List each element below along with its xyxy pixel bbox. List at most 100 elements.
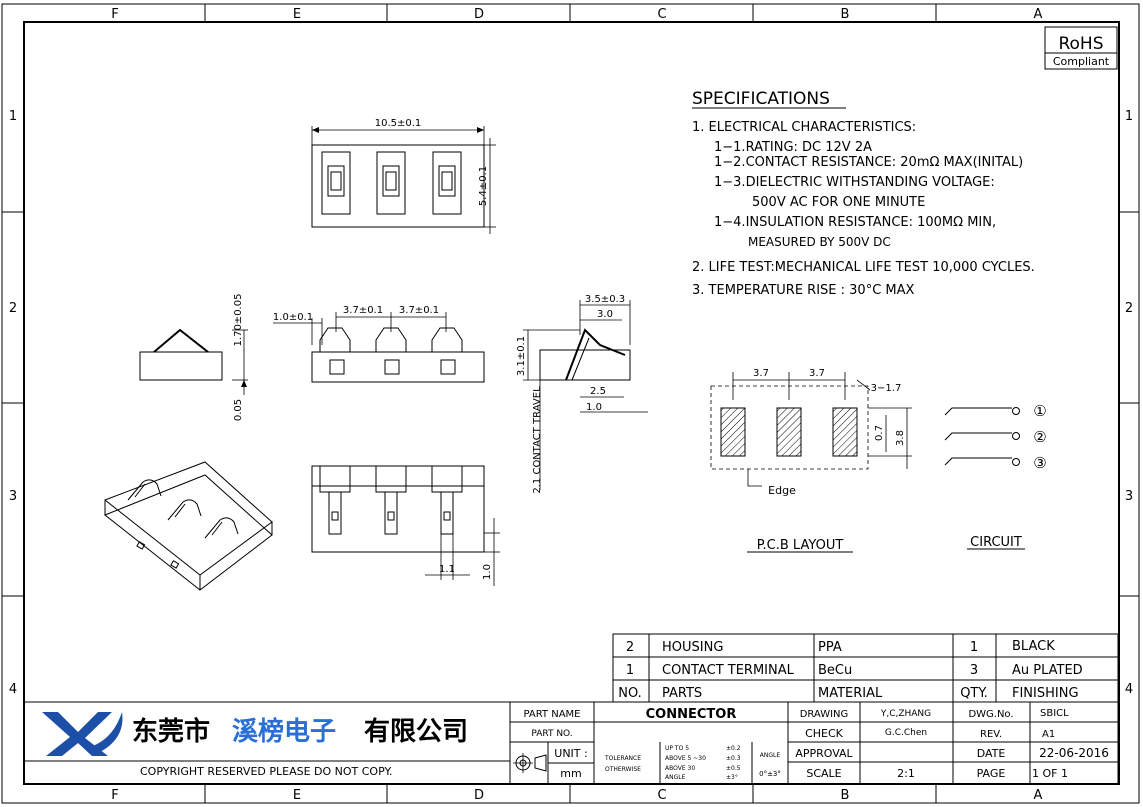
- row-label-right: 3: [1125, 489, 1133, 504]
- scale-label: SCALE: [806, 767, 841, 780]
- pcb-layout: 3.7 3.7 3−1.7 0.7 3.8 Edge P.C.B LAYOUT: [710, 368, 912, 553]
- bom-table: 2 HOUSING PPA 1 BLACK 1 CONTACT TERMINAL…: [612, 633, 1119, 703]
- frame-row-labels: 1 2 3 4 1 2 3 4: [9, 109, 1133, 697]
- drawing-label: DRAWING: [800, 709, 849, 720]
- projection-symbol-icon: [513, 753, 547, 773]
- bom-cell: 2: [626, 640, 634, 655]
- dim-top-height: 5.4±0.1: [478, 166, 489, 206]
- pcb-pitch-2: 3.7: [809, 368, 825, 379]
- isometric-view: [104, 461, 273, 591]
- specifications-block: SPECIFICATIONS 1. ELECTRICAL CHARACTERIS…: [692, 89, 1035, 298]
- bom-cell: HOUSING: [662, 640, 723, 655]
- bottom-view: 1.1 1.0: [311, 465, 500, 586]
- col-label-bottom: A: [1034, 788, 1043, 803]
- col-label-top: B: [841, 7, 850, 22]
- bom-cell: PPA: [818, 640, 842, 655]
- unit-label: UNIT :: [554, 747, 587, 760]
- dim-bottom-10: 1.0: [482, 564, 493, 580]
- col-label-top: A: [1034, 7, 1043, 22]
- rohs-subtitle: Compliant: [1053, 55, 1110, 68]
- scale-value: 2:1: [897, 767, 915, 780]
- bom-cell: CONTACT TERMINAL: [662, 663, 795, 678]
- col-label-top: C: [657, 7, 666, 22]
- spec-line: 1−2.CONTACT RESISTANCE: 20mΩ MAX(INITAL): [714, 155, 1023, 170]
- dwg-no-value: SBICL: [1040, 708, 1069, 719]
- tolerance-range: ANGLE: [665, 774, 686, 781]
- part-name-value: CONNECTOR: [646, 707, 737, 722]
- spec-line: 500V AC FOR ONE MINUTE: [752, 195, 925, 210]
- pcb-pitch-1: 3.7: [753, 368, 769, 379]
- page-value: 1 OF 1: [1032, 767, 1068, 780]
- bom-header: PARTS: [662, 686, 702, 701]
- rohs-title: RoHS: [1058, 34, 1103, 54]
- company-logo: [42, 712, 123, 756]
- dim-pitch-1: 3.7±0.1: [343, 305, 383, 316]
- circuit-pin-2: ②: [1033, 428, 1046, 446]
- title-block-fields: PART NAME PART NO. CONNECTOR UNIT : mm T…: [513, 707, 1109, 781]
- pcb-margin: 3−1.7: [871, 383, 902, 394]
- bom-cell: BeCu: [818, 663, 852, 678]
- check-value: G.C.Chen: [885, 728, 927, 738]
- row-label-left: 2: [9, 301, 17, 316]
- dim-contact-travel: 2.1 CONTACT TRAVEL: [532, 386, 543, 494]
- dim-pitch-2: 3.7±0.1: [399, 305, 439, 316]
- drawing-frame: [1, 3, 1140, 804]
- top-view: 10.5±0.1 5.4±0.1: [311, 118, 496, 234]
- part-no-label: PART NO.: [531, 729, 572, 739]
- dim-top-width: 10.5±0.1: [375, 118, 422, 129]
- company-name-part1: 东莞市: [132, 716, 210, 747]
- bom-cell: 3: [970, 663, 978, 678]
- bom-header: NO.: [618, 686, 642, 701]
- specifications-title: SPECIFICATIONS: [692, 89, 830, 109]
- spec-line: 1−4.INSULATION RESISTANCE: 100MΩ MIN,: [714, 215, 996, 230]
- tolerance-range: ABOVE 30: [665, 765, 695, 772]
- col-label-bottom: E: [293, 788, 301, 803]
- dim-profile-inner: 3.0: [597, 309, 613, 320]
- row-label-right: 1: [1125, 109, 1133, 124]
- page-label: PAGE: [977, 767, 1006, 780]
- dim-bottom-11: 1.1: [439, 564, 455, 575]
- dim-profile-height: 3.1±0.1: [516, 336, 527, 376]
- pcb-layout-title: P.C.B LAYOUT: [757, 538, 844, 553]
- unit-value: mm: [560, 767, 581, 780]
- dim-front-edge: 1.0±0.1: [273, 312, 313, 323]
- col-label-top: F: [111, 7, 118, 22]
- dim-profile-25: 2.5: [590, 386, 606, 397]
- row-label-right: 2: [1125, 301, 1133, 316]
- drawing-value: Y,C,ZHANG: [880, 709, 931, 719]
- dwg-no-label: DWG.No.: [968, 709, 1013, 720]
- rev-value: A1: [1042, 729, 1055, 740]
- row-label-right: 4: [1125, 682, 1133, 697]
- col-label-bottom: F: [111, 788, 118, 803]
- dim-side-gap: 0.05: [233, 399, 244, 421]
- angle-label: ANGLE: [760, 752, 781, 759]
- col-label-bottom: D: [474, 788, 484, 803]
- row-label-left: 3: [9, 489, 17, 504]
- title-block: [23, 701, 1119, 785]
- circuit-diagram: ① ② ③ CIRCUIT: [944, 402, 1047, 550]
- bom-cell: 1: [970, 640, 978, 655]
- col-label-top: D: [474, 7, 484, 22]
- dim-side-height: 1.70±0.05: [233, 294, 244, 347]
- date-label: DATE: [977, 747, 1006, 760]
- frame-column-labels: F E D C B A F E D C B A: [111, 7, 1042, 803]
- side-view: 1.70±0.05 0.05: [139, 294, 248, 421]
- date-value: 22-06-2016: [1039, 746, 1109, 760]
- bom-header: FINISHING: [1012, 686, 1079, 701]
- part-name-label: PART NAME: [523, 709, 580, 720]
- bom-cell: BLACK: [1012, 639, 1055, 654]
- row-label-left: 4: [9, 682, 17, 697]
- col-label-top: E: [293, 7, 301, 22]
- bom-header: QTY.: [960, 686, 988, 701]
- col-label-bottom: C: [657, 788, 666, 803]
- tolerance-label: TOLERANCE: [604, 755, 641, 762]
- tolerance-range: ABOVE 5 ~30: [665, 755, 706, 762]
- company-name-part2: 溪榜电子: [232, 716, 336, 747]
- rev-label: REV.: [980, 729, 1002, 740]
- circuit-pin-3: ③: [1033, 454, 1046, 472]
- front-view: 1.0±0.1 3.7±0.1 3.7±0.1: [273, 305, 485, 383]
- copyright-notice: COPYRIGHT RESERVED PLEASE DO NOT COPY.: [140, 765, 392, 778]
- check-label: CHECK: [805, 727, 844, 740]
- circuit-title: CIRCUIT: [970, 535, 1022, 550]
